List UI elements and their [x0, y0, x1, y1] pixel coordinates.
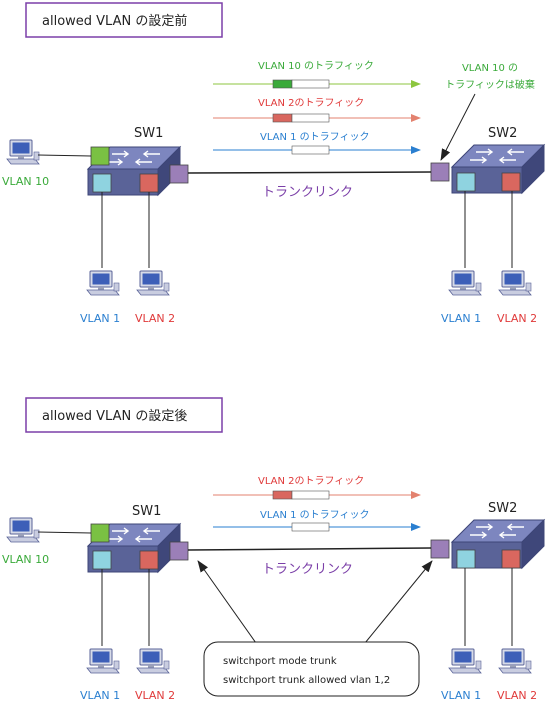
- after-pc-vlan10-cable: [37, 531, 92, 534]
- after-sw2-label: SW2: [488, 501, 517, 516]
- after-traffic-vlan1-label: VLAN 1 のトラフィック: [260, 509, 369, 521]
- after-sw2-port-vlan2: [501, 549, 521, 569]
- panel-after-title: allowed VLAN の設定後: [42, 408, 187, 424]
- after-sw1-port-vlan10: [90, 523, 110, 543]
- trunk-link-label: トランクリンク: [262, 185, 353, 200]
- callout-arrow-sw2: [364, 560, 433, 644]
- after-pc-vlan10-label: VLAN 10: [2, 553, 49, 566]
- pc-sw1-vlan2-label: VLAN 2: [135, 312, 175, 325]
- traffic-vlan10-label: VLAN 10 のトラフィック: [258, 60, 374, 72]
- pc-sw1-vlan2-icon: [136, 270, 170, 296]
- panel-before-title: allowed VLAN の設定前: [42, 13, 187, 29]
- pc-sw2-vlan1-label: VLAN 1: [441, 312, 481, 325]
- pc-sw1-vlan1-label: VLAN 1: [80, 312, 120, 325]
- after-pc-sw2-vlan1-label: VLAN 1: [441, 689, 481, 702]
- sw2-port-trunk: [430, 162, 450, 182]
- after-sw1-port-vlan2: [139, 550, 159, 570]
- panel-before: allowed VLAN の設定前 VLAN 10 のトラフィック VLAN 2…: [2, 2, 545, 325]
- traffic-vlan1-label: VLAN 1 のトラフィック: [260, 131, 369, 143]
- after-pc-sw1-vlan2-icon: [136, 648, 170, 674]
- after-pc-sw2-vlan2-label: VLAN 2: [497, 689, 537, 702]
- traffic-vlan10-frame: [291, 79, 330, 89]
- discard-pointer-arrow: [440, 93, 476, 161]
- pc-sw1-vlan1-icon: [86, 270, 120, 296]
- after-pc-vlan10-icon: [6, 517, 40, 543]
- after-sw2-port-vlan1: [456, 549, 476, 569]
- traffic-vlan2-tag: [272, 113, 293, 123]
- traffic-vlan10-tag: [272, 79, 293, 89]
- command-line2: switchport trunk allowed vlan 1,2: [223, 675, 390, 686]
- pc-vlan10-cable: [37, 154, 92, 157]
- after-pc-sw2-vlan1-icon: [448, 648, 482, 674]
- after-sw2-port-trunk: [430, 539, 450, 559]
- traffic-vlan1-frame: [291, 145, 330, 155]
- after-pc-sw1-vlan2-label: VLAN 2: [135, 689, 175, 702]
- discard-note-line1: VLAN 10 の: [462, 63, 518, 74]
- after-pc-sw2-vlan2-icon: [498, 648, 532, 674]
- traffic-vlan2-frame: [291, 113, 330, 123]
- panel-before-title-box: [25, 2, 223, 38]
- after-traffic-vlan2-label: VLAN 2のトラフィック: [258, 475, 364, 487]
- traffic-vlan2-label: VLAN 2のトラフィック: [258, 97, 364, 109]
- after-sw1-label: SW1: [132, 504, 161, 519]
- sw1-label: SW1: [134, 126, 163, 141]
- panel-after: allowed VLAN の設定後 VLAN 2のトラフィック VLAN 1 の…: [2, 397, 545, 702]
- discard-note-line2: トラフィックは破棄: [445, 78, 535, 91]
- command-line1: switchport mode trunk: [223, 656, 337, 667]
- panel-after-title-box: [25, 397, 223, 433]
- sw2-port-vlan1: [456, 172, 476, 192]
- after-trunk-link-line: [187, 547, 432, 551]
- sw1-port-vlan2: [139, 173, 159, 193]
- pc-sw2-vlan1-icon: [448, 270, 482, 296]
- after-sw1-port-vlan1: [92, 550, 112, 570]
- sw1-port-vlan1: [92, 173, 112, 193]
- pc-vlan10-label: VLAN 10: [2, 175, 49, 188]
- sw1-port-trunk: [169, 164, 189, 184]
- sw1-port-vlan10: [90, 146, 110, 166]
- after-pc-sw1-vlan1-icon: [86, 648, 120, 674]
- after-traffic-vlan1-frame: [291, 522, 330, 532]
- sw2-port-vlan2: [501, 172, 521, 192]
- after-trunk-link-label: トランクリンク: [262, 562, 353, 577]
- sw2-label: SW2: [488, 126, 517, 141]
- after-sw1-port-trunk: [169, 541, 189, 561]
- after-traffic-vlan2-tag: [272, 490, 293, 500]
- pc-vlan10-icon: [6, 139, 40, 165]
- after-traffic-vlan2-frame: [291, 490, 330, 500]
- trunk-link-line: [187, 171, 432, 174]
- after-pc-sw1-vlan1-label: VLAN 1: [80, 689, 120, 702]
- callout-arrow-sw1: [197, 560, 257, 644]
- pc-sw2-vlan2-label: VLAN 2: [497, 312, 537, 325]
- command-callout-box: [203, 641, 420, 697]
- pc-sw2-vlan2-icon: [498, 270, 532, 296]
